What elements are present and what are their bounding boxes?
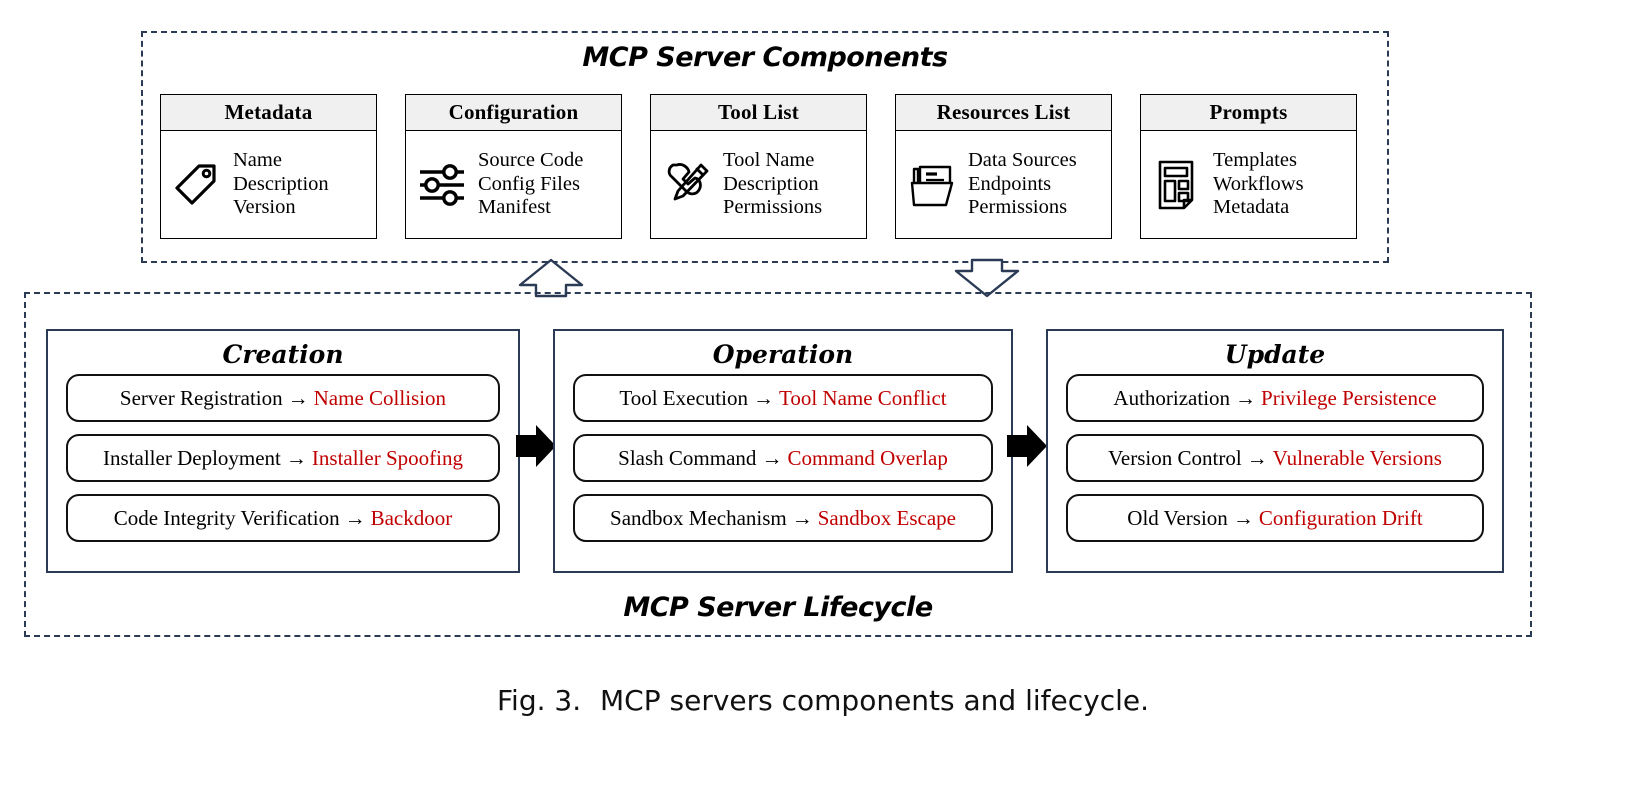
lifecycle-row-risk: Backdoor (370, 505, 453, 530)
component-item: Templates (1213, 148, 1297, 171)
lifecycle-row-risk: Name Collision (313, 385, 447, 410)
lifecycle-row: Slash Command → Command Overlap (573, 434, 993, 482)
right-arrow-icon: → (761, 445, 783, 470)
lifecycle-row-risk: Tool Name Conflict (778, 385, 947, 410)
right-arrow-icon: → (791, 505, 813, 530)
lifecycle-row-risk: Configuration Drift (1258, 505, 1423, 530)
component-item: Config Files (478, 172, 580, 195)
lifecycle-row-safe: Authorization (1113, 385, 1231, 410)
hollow-down-arrow-icon (952, 258, 1022, 303)
component-item: Endpoints (968, 172, 1052, 195)
component-card-items: Tool Name Description Permissions (723, 149, 822, 220)
lifecycle-row-safe: Code Integrity Verification (113, 505, 340, 530)
folder-documents-icon (904, 149, 960, 221)
component-card-items: Name Description Version (233, 149, 329, 220)
right-arrow-icon: → (287, 385, 309, 410)
right-arrow-icon: → (752, 385, 774, 410)
component-card-header: Metadata (161, 95, 376, 132)
lifecycle-row-safe: Sandbox Mechanism (610, 505, 787, 530)
solid-right-arrow-icon-2 (1007, 423, 1047, 474)
component-item: Permissions (723, 196, 823, 219)
lifecycle-row: Version Control → Vulnerable Versions (1066, 434, 1484, 482)
sliders-icon (414, 149, 470, 221)
component-card-tool-list: Tool List Tool Name Des (650, 94, 867, 239)
lifecycle-row-safe: Server Registration (119, 385, 283, 410)
lifecycle-row: Authorization → Privilege Persistence (1066, 374, 1484, 422)
lifecycle-row-safe: Old Version (1127, 505, 1228, 530)
component-card-metadata: Metadata Name Description Version (160, 94, 377, 239)
stage-title: Creation (222, 340, 344, 369)
right-arrow-icon: → (285, 445, 307, 470)
lifecycle-row-risk: Vulnerable Versions (1272, 445, 1442, 470)
component-card-body: Source Code Config Files Manifest (406, 131, 621, 238)
stage-row-list: Authorization → Privilege Persistence Ve… (1048, 374, 1502, 542)
figure-caption: Fig. 3. MCP servers components and lifec… (0, 684, 1646, 717)
component-card-items: Data Sources Endpoints Permissions (968, 149, 1077, 220)
lifecycle-row-safe: Version Control (1108, 445, 1242, 470)
lifecycle-row-risk: Command Overlap (787, 445, 948, 470)
component-card-prompts: Prompts Templates (1140, 94, 1357, 239)
hollow-up-arrow-icon (516, 258, 586, 303)
component-card-items: Templates Workflows Metadata (1213, 149, 1304, 220)
component-item: Name (233, 148, 282, 171)
component-card-configuration: Configuration Source Code Config Files (405, 94, 622, 239)
component-card-resources-list: Resources List Dat (895, 94, 1112, 239)
lifecycle-stage-update: Update Authorization → Privilege Persist… (1046, 329, 1504, 573)
lifecycle-section-title: MCP Server Lifecycle (623, 592, 933, 623)
right-arrow-icon: → (1246, 445, 1268, 470)
lifecycle-row: Sandbox Mechanism → Sandbox Escape (573, 494, 993, 542)
lifecycle-row-safe: Installer Deployment (103, 445, 281, 470)
component-item: Metadata (1213, 196, 1290, 219)
figure-caption-text: MCP servers components and lifecycle. (600, 684, 1150, 717)
stage-row-list: Tool Execution → Tool Name Conflict Slas… (555, 374, 1011, 542)
lifecycle-row-risk: Installer Spoofing (311, 445, 463, 470)
lifecycle-stage-creation: Creation Server Registration → Name Coll… (46, 329, 520, 573)
right-arrow-icon: → (1232, 505, 1254, 530)
figure-number: Fig. 3. (496, 684, 582, 717)
lifecycle-row: Server Registration → Name Collision (66, 374, 500, 422)
tag-icon (169, 149, 225, 221)
component-card-header: Resources List (896, 95, 1111, 132)
solid-right-arrow-icon-1 (516, 423, 556, 474)
component-item: Tool Name (723, 148, 815, 171)
components-card-row: Metadata Name Description Version Config… (160, 94, 1375, 239)
right-arrow-icon: → (344, 505, 366, 530)
lifecycle-row: Code Integrity Verification → Backdoor (66, 494, 500, 542)
lifecycle-row-risk: Sandbox Escape (817, 505, 956, 530)
lifecycle-row: Old Version → Configuration Drift (1066, 494, 1484, 542)
component-item: Permissions (968, 196, 1068, 219)
lifecycle-row: Installer Deployment → Installer Spoofin… (66, 434, 500, 482)
component-card-body: Name Description Version (161, 131, 376, 238)
component-item: Data Sources (968, 148, 1077, 171)
component-card-items: Source Code Config Files Manifest (478, 149, 583, 220)
lifecycle-row-safe: Tool Execution (619, 385, 748, 410)
stage-row-list: Server Registration → Name Collision Ins… (48, 374, 518, 542)
lifecycle-row: Tool Execution → Tool Name Conflict (573, 374, 993, 422)
lifecycle-stage-operation: Operation Tool Execution → Tool Name Con… (553, 329, 1013, 573)
tools-icon (659, 149, 715, 221)
lifecycle-dashed-container (24, 292, 1532, 637)
lifecycle-row-safe: Slash Command (618, 445, 757, 470)
components-section-title: MCP Server Components (582, 42, 948, 73)
stage-title: Operation (712, 340, 854, 369)
component-item: Source Code (478, 148, 584, 171)
components-dashed-container (141, 31, 1389, 263)
component-item: Version (233, 196, 296, 219)
component-item: Workflows (1213, 172, 1304, 195)
component-item: Description (233, 172, 329, 195)
right-arrow-icon: → (1235, 385, 1257, 410)
template-document-icon (1149, 149, 1205, 221)
component-card-header: Configuration (406, 95, 621, 132)
component-card-body: Templates Workflows Metadata (1141, 131, 1356, 238)
component-card-header: Tool List (651, 95, 866, 132)
component-card-body: Data Sources Endpoints Permissions (896, 131, 1111, 238)
lifecycle-row-risk: Privilege Persistence (1261, 385, 1437, 410)
component-item: Description (723, 172, 819, 195)
component-card-header: Prompts (1141, 95, 1356, 132)
component-item: Manifest (478, 196, 551, 219)
stage-title: Update (1224, 340, 1326, 369)
component-card-body: Tool Name Description Permissions (651, 131, 866, 238)
